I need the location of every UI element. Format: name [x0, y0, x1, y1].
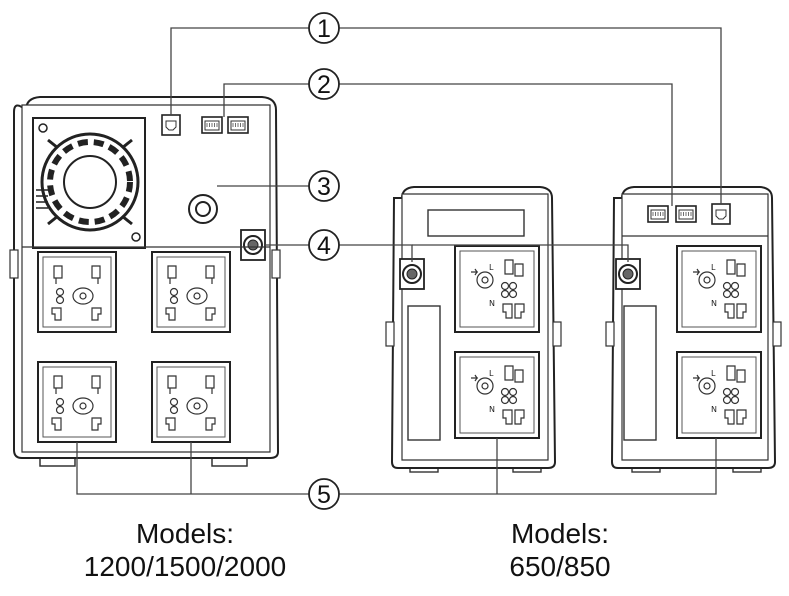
ups-small-unit-a: [385, 186, 562, 473]
rj45-port-in-icon: [647, 205, 669, 223]
callout-1: 1: [308, 12, 340, 44]
ac-input-icon: [188, 194, 218, 224]
circuit-breaker-icon: [615, 258, 641, 290]
callout-3: 3: [308, 170, 340, 202]
outlet-icon: [676, 351, 762, 439]
cooling-fan-icon: [32, 117, 146, 249]
usb-port-icon: [711, 203, 731, 225]
rj45-port-in-icon: [201, 116, 223, 134]
caption-title: Models:: [135, 518, 235, 549]
callout-label: 4: [317, 232, 331, 260]
leader-lines: [76, 27, 722, 495]
usb-port-icon: [161, 114, 181, 136]
ups-small-unit-b: [605, 186, 782, 473]
vent-panel: [407, 305, 441, 441]
rj45-port-out-icon: [675, 205, 697, 223]
label-plate: [427, 209, 525, 237]
caption-title: Models:: [510, 518, 610, 549]
rj45-port-out-icon: [227, 116, 249, 134]
callout-label: 2: [317, 71, 331, 99]
outlet-icon: [454, 351, 540, 439]
circuit-breaker-icon: [399, 258, 425, 290]
callout-4: 4: [308, 229, 340, 261]
caption-small-models: Models: 650/850: [440, 517, 680, 583]
outlet-icon: [37, 251, 117, 333]
caption-models: 650/850: [509, 551, 611, 582]
vent-panel: [623, 305, 657, 441]
ups-large-unit: [9, 96, 281, 467]
callout-5: 5: [308, 478, 340, 510]
caption-models: 1200/1500/2000: [83, 551, 287, 582]
outlet-icon: [454, 245, 540, 333]
outlet-icon: [151, 361, 231, 443]
callout-label: 5: [317, 481, 331, 509]
callout-label: 1: [317, 15, 331, 43]
callout-2: 2: [308, 68, 340, 100]
callout-label: 3: [317, 173, 331, 201]
caption-large-models: Models: 1200/1500/2000: [40, 517, 330, 583]
circuit-breaker-icon: [240, 229, 266, 261]
outlet-icon: [151, 251, 231, 333]
outlet-icon: [676, 245, 762, 333]
outlet-icon: [37, 361, 117, 443]
